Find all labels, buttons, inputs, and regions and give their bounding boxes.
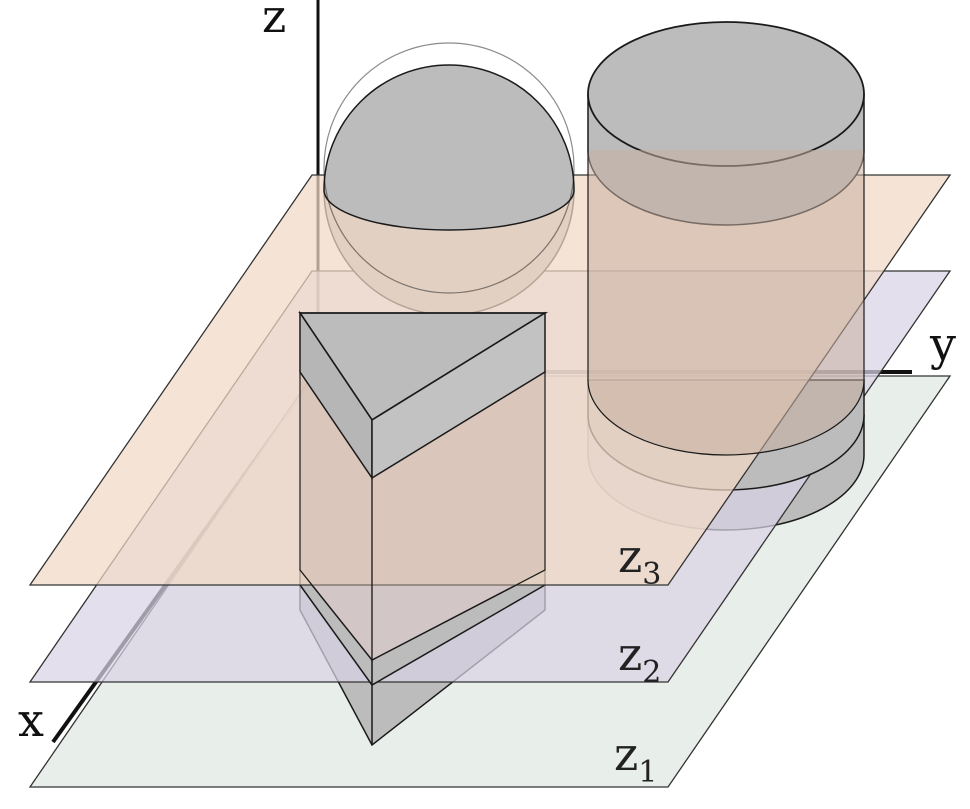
cylinder-band-below-z3 bbox=[587, 150, 865, 456]
x-axis-label: x bbox=[18, 693, 44, 747]
sphere bbox=[323, 42, 575, 294]
prism-middle-right-face bbox=[371, 370, 546, 661]
axis-labels: z y x bbox=[18, 0, 956, 747]
y-axis-label: y bbox=[929, 317, 956, 371]
triangular-prism bbox=[298, 310, 549, 662]
sphere-outline bbox=[323, 42, 575, 294]
plane-labels: z3 z2 z1 bbox=[614, 529, 661, 790]
plane-z2-label: z2 bbox=[618, 627, 661, 690]
z-axis-label: z bbox=[262, 0, 286, 43]
plane-z1-label: z1 bbox=[614, 727, 657, 790]
cylinder bbox=[587, 21, 865, 456]
plane-z3-label: z3 bbox=[618, 529, 661, 592]
cylinder-top-face bbox=[587, 21, 865, 167]
sphere-upper-cap bbox=[323, 64, 575, 231]
